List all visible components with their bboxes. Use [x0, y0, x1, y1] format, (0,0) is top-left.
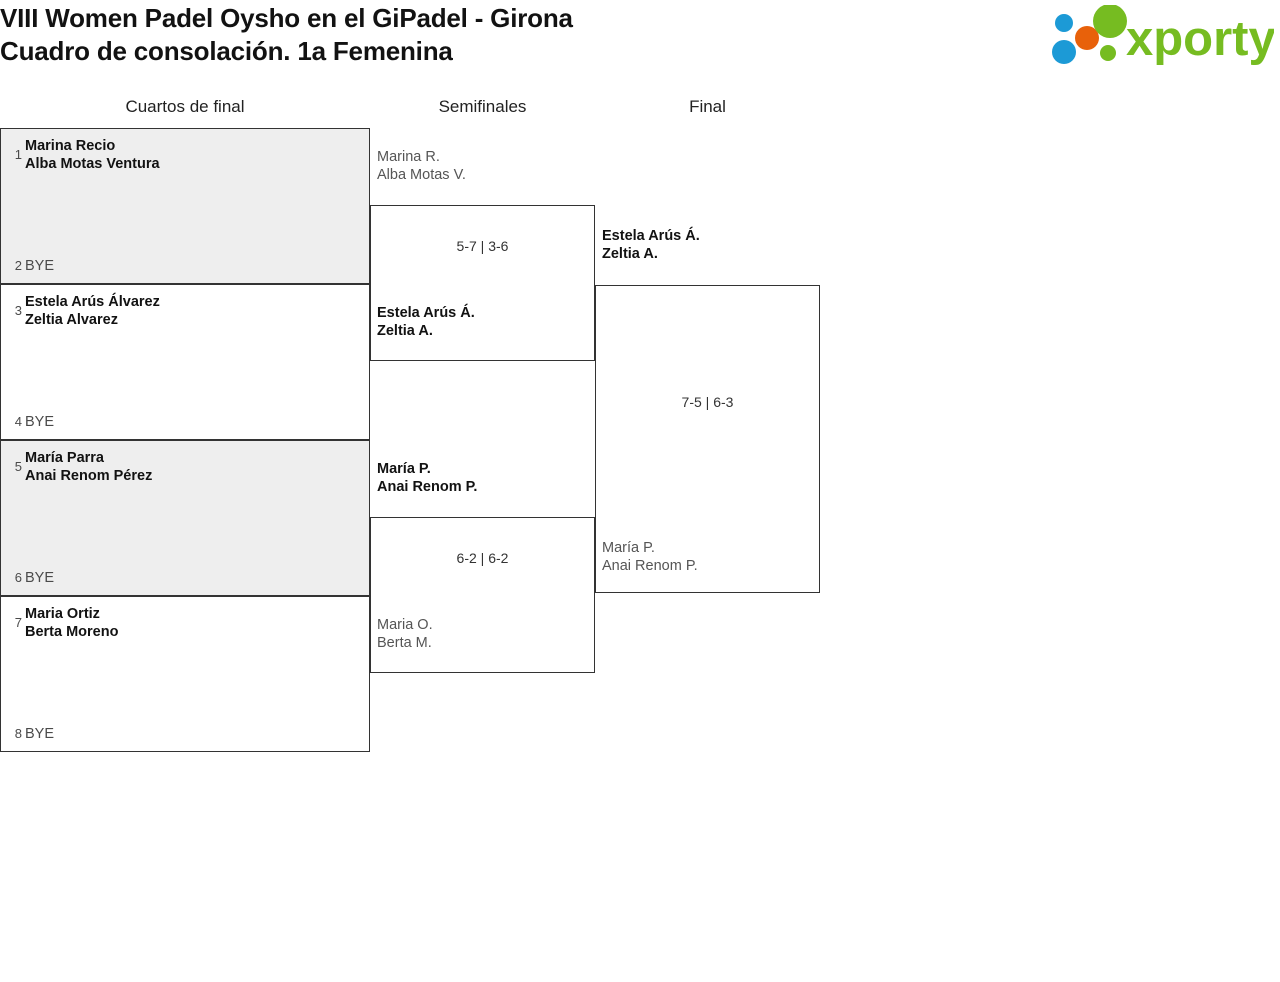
player-name: Anai Renom P. [602, 558, 698, 574]
seed-number: 2 [14, 258, 22, 273]
team-names: BYE [25, 569, 369, 587]
match-final-team-bottom[interactable]: María P. Anai Renom P. [602, 539, 817, 575]
player-name: Alba Motas V. [377, 167, 466, 183]
team-names: BYE [25, 257, 369, 275]
svg-text:xporty: xporty [1126, 12, 1274, 66]
match-r1-3[interactable]: 5 María Parra Anai Renom Pérez 6 BYE [0, 440, 370, 596]
team-names: Marina Recio Alba Motas Ventura [25, 137, 369, 173]
player-name: BYE [25, 570, 55, 586]
match-r2-1[interactable]: 5-7 | 3-6 [370, 205, 595, 361]
seed-number: 5 [14, 459, 22, 474]
match-r1-3-team-bottom[interactable]: 6 BYE [1, 569, 369, 587]
player-name: BYE [25, 726, 55, 742]
seed-number: 4 [14, 414, 22, 429]
match-r1-4-team-top[interactable]: 7 Maria Ortiz Berta Moreno [1, 605, 369, 641]
player-name: Zeltia A. [377, 323, 433, 339]
player-name: Anai Renom Pérez [25, 468, 153, 484]
xporty-logo[interactable]: xporty [1042, 5, 1274, 67]
match-r1-2-team-bottom[interactable]: 4 BYE [1, 413, 369, 431]
team-names: María Parra Anai Renom Pérez [25, 449, 369, 485]
match-r2-2-team-bottom[interactable]: Maria O. Berta M. [377, 616, 592, 652]
match-r1-2-team-top[interactable]: 3 Estela Arús Álvarez Zeltia Alvarez [1, 293, 369, 329]
player-name: Zeltia A. [602, 246, 658, 262]
match-r1-3-team-top[interactable]: 5 María Parra Anai Renom Pérez [1, 449, 369, 485]
team-names: BYE [25, 725, 369, 743]
player-name: Alba Motas Ventura [25, 156, 160, 172]
player-name: María P. [377, 461, 431, 477]
round-header-semifinals: Semifinales [438, 97, 527, 116]
player-name: María P. [602, 540, 655, 556]
player-name: Zeltia Alvarez [25, 312, 118, 328]
seed-number: 1 [14, 147, 22, 162]
player-name: Marina R. [377, 149, 440, 165]
match-r2-1-team-top[interactable]: Marina R. Alba Motas V. [377, 148, 592, 184]
title-line-2: Cuadro de consolación. 1a Femenina [0, 36, 453, 66]
player-name: BYE [25, 414, 55, 430]
seed-number: 3 [14, 303, 22, 318]
player-name: Berta Moreno [25, 624, 119, 640]
match-final-team-top[interactable]: Estela Arús Á. Zeltia A. [602, 227, 817, 263]
player-name: Maria Ortiz [25, 606, 100, 622]
match-r2-2-score: 6-2 | 6-2 [456, 550, 509, 566]
seed-number: 6 [14, 570, 22, 585]
match-r1-2[interactable]: 3 Estela Arús Álvarez Zeltia Alvarez 4 B… [0, 284, 370, 440]
player-name: Berta M. [377, 635, 432, 651]
match-final-score: 7-5 | 6-3 [681, 394, 734, 410]
match-r2-1-score: 5-7 | 3-6 [456, 238, 509, 254]
player-name: Anai Renom P. [377, 479, 478, 495]
match-r1-1-team-top[interactable]: 1 Marina Recio Alba Motas Ventura [1, 137, 369, 173]
match-r1-4-team-bottom[interactable]: 8 BYE [1, 725, 369, 743]
round-header-final: Final [689, 97, 726, 116]
match-r2-2[interactable]: 6-2 | 6-2 [370, 517, 595, 673]
match-r1-1[interactable]: 1 Marina Recio Alba Motas Ventura 2 BYE [0, 128, 370, 284]
round-header-quarterfinals: Cuartos de final [125, 97, 245, 116]
team-names: BYE [25, 413, 369, 431]
team-names: Estela Arús Álvarez Zeltia Alvarez [25, 293, 369, 329]
page-title: VIII Women Padel Oysho en el GiPadel - G… [0, 2, 900, 68]
team-names: Maria Ortiz Berta Moreno [25, 605, 369, 641]
match-r1-1-team-bottom[interactable]: 2 BYE [1, 257, 369, 275]
match-r2-1-team-bottom[interactable]: Estela Arús Á. Zeltia A. [377, 304, 592, 340]
match-r2-2-team-top[interactable]: María P. Anai Renom P. [377, 460, 592, 496]
player-name: Maria O. [377, 617, 433, 633]
player-name: Estela Arús Á. [602, 228, 700, 244]
match-r1-4[interactable]: 7 Maria Ortiz Berta Moreno 8 BYE [0, 596, 370, 752]
seed-number: 7 [14, 615, 22, 630]
player-name: Marina Recio [25, 138, 116, 154]
player-name: BYE [25, 258, 55, 274]
xporty-logo-icon: xporty [1052, 5, 1274, 66]
player-name: María Parra [25, 450, 104, 466]
match-final[interactable]: 7-5 | 6-3 [595, 285, 820, 593]
player-name: Estela Arús Álvarez [25, 294, 160, 310]
player-name: Estela Arús Á. [377, 305, 475, 321]
seed-number: 8 [14, 726, 22, 741]
title-line-1: VIII Women Padel Oysho en el GiPadel - G… [0, 3, 573, 33]
